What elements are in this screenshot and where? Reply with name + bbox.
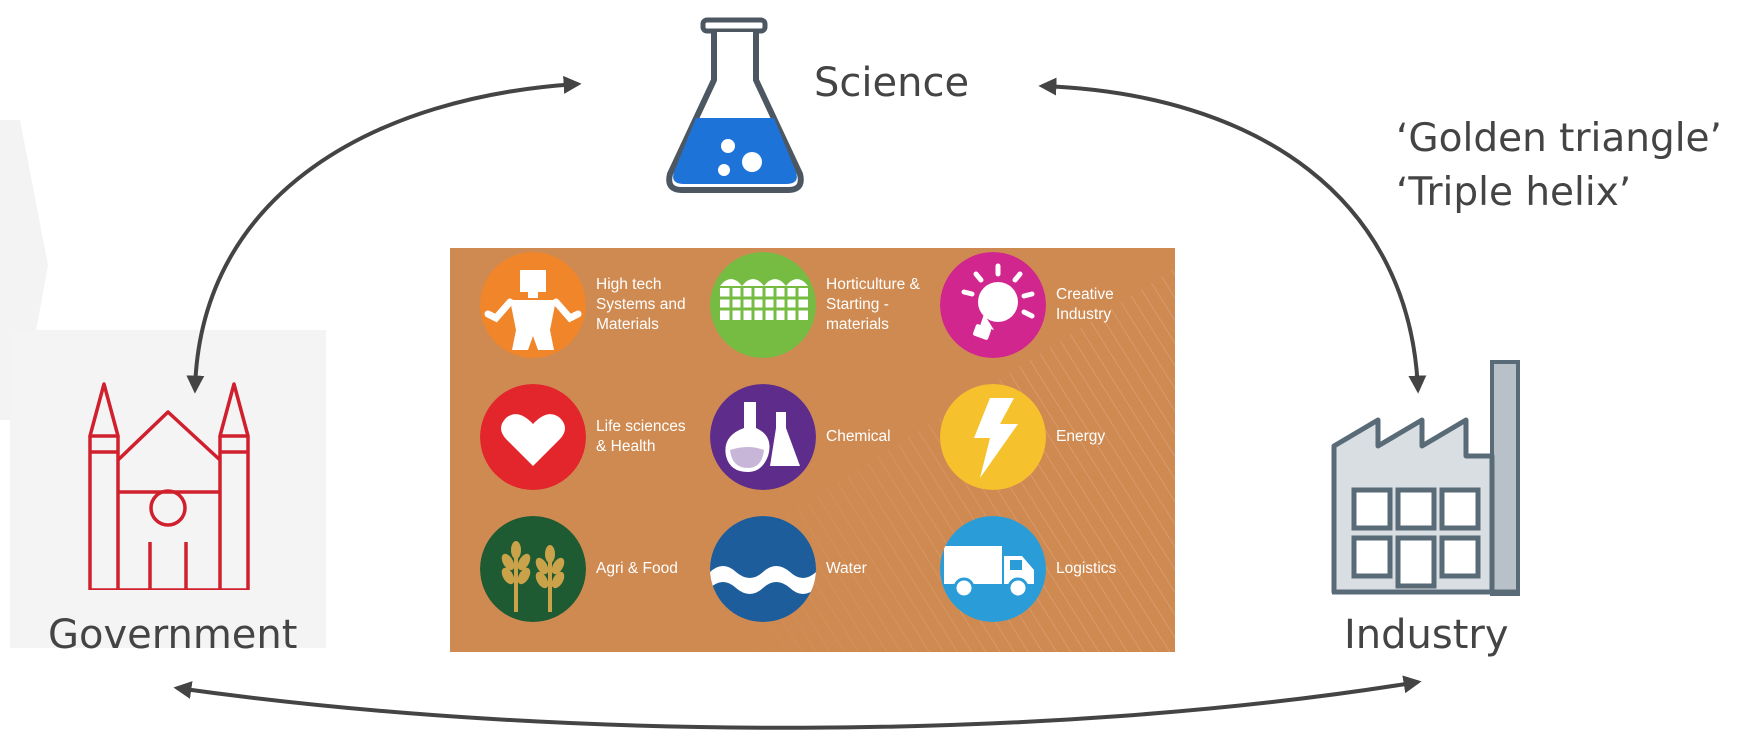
cathedral-icon — [88, 382, 250, 590]
sector-label-horticulture: Horticulture & Starting - materials — [826, 276, 920, 333]
sector-agri-food: Agri & Food — [480, 516, 705, 636]
arrow-science-government — [186, 75, 582, 394]
alternate-names: ‘Golden triangle’ ‘Triple helix’ — [1396, 112, 1722, 220]
factory-icon — [1331, 360, 1520, 596]
robot-icon — [480, 252, 586, 358]
arrow-science-industry — [1038, 77, 1427, 394]
chemistry-flasks-icon — [710, 384, 816, 490]
wheat-icon — [480, 516, 586, 622]
sector-label-creative: Creative Industry — [1056, 286, 1114, 323]
sector-label-chemical: Chemical — [826, 428, 891, 445]
lightbulb-icon — [940, 252, 1046, 358]
sector-water: Water — [710, 516, 935, 636]
sector-creative: Creative Industry — [940, 252, 1165, 372]
sector-label-high-tech: High tech Systems and Materials — [596, 276, 686, 333]
heart-icon — [480, 384, 586, 490]
industry-label: Industry — [1344, 612, 1509, 658]
water-waves-icon — [710, 516, 816, 622]
greenhouse-icon — [710, 252, 816, 358]
sector-life-sciences: Life sciences & Health — [480, 384, 705, 504]
sector-high-tech: High tech Systems and Materials — [480, 252, 705, 372]
government-label: Government — [48, 612, 298, 658]
top-sectors-panel: High tech Systems and Materials Horticul… — [450, 248, 1175, 652]
sector-label-life-sciences: Life sciences & Health — [596, 418, 686, 455]
golden-triangle-label: ‘Golden triangle’ — [1396, 116, 1722, 161]
sector-label-energy: Energy — [1056, 428, 1106, 445]
sector-label-water: Water — [826, 560, 867, 577]
sector-horticulture: Horticulture & Starting - materials — [710, 252, 935, 372]
sector-label-logistics: Logistics — [1056, 560, 1117, 577]
lightning-icon — [940, 384, 1046, 490]
sector-logistics: Logistics — [940, 516, 1165, 636]
sector-chemical: Chemical — [710, 384, 935, 504]
science-label: Science — [814, 60, 970, 106]
flask-icon — [666, 17, 804, 193]
truck-icon — [940, 516, 1046, 622]
triple-helix-label: ‘Triple helix’ — [1396, 170, 1632, 215]
sector-label-agri-food: Agri & Food — [596, 560, 678, 577]
sector-energy: Energy — [940, 384, 1165, 504]
arrow-government-industry — [173, 675, 1422, 730]
